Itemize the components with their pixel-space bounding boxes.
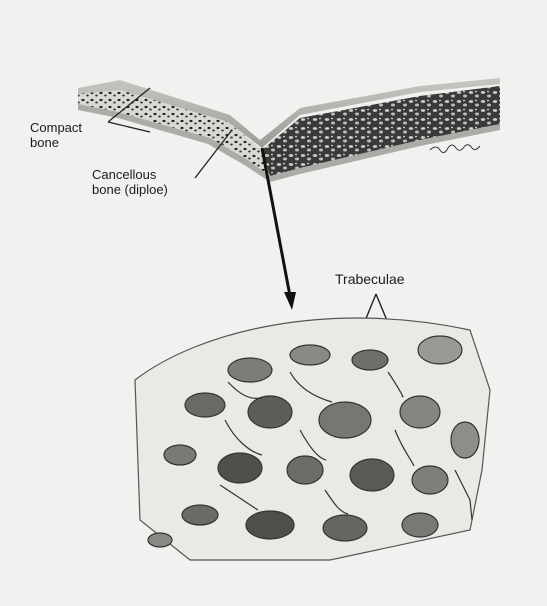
compact-bone-label: Compact bone [30, 120, 82, 150]
compact-bone-label-line2: bone [30, 135, 82, 150]
trabecular-block [135, 318, 490, 560]
compact-bone-label-line1: Compact [30, 120, 82, 135]
cancellous-bone-label-line2: bone (diploe) [92, 182, 168, 197]
cancellous-bone-label: Cancellous bone (diploe) [92, 167, 168, 197]
cancellous-bone-label-line1: Cancellous [92, 167, 168, 182]
trabeculae-label: Trabeculae [335, 272, 405, 287]
